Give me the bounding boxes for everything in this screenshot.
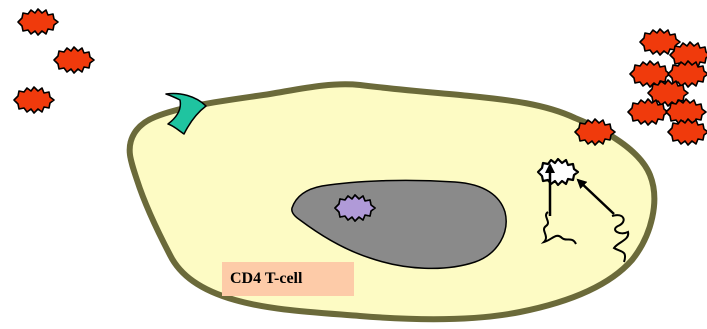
free-virus-icon (14, 87, 54, 113)
budding-virus-cluster (628, 29, 707, 145)
free-virus-icon (18, 9, 58, 35)
free-virus-icon (54, 47, 94, 73)
cell-type-label: CD4 T-cell (222, 262, 354, 296)
